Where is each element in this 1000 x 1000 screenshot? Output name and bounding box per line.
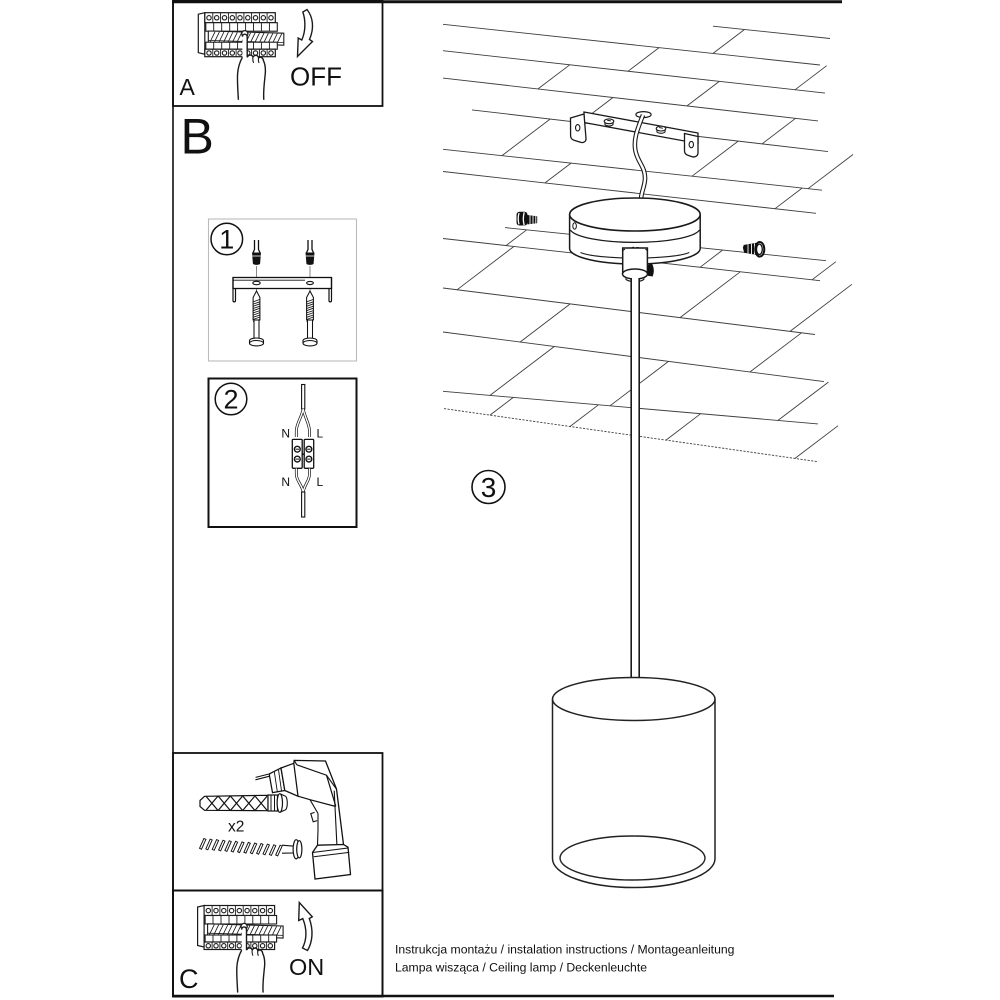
svg-text:1: 1: [219, 225, 234, 255]
svg-text:Instrukcja montażu / instalati: Instrukcja montażu / instalation instruc…: [395, 943, 734, 957]
svg-text:2: 2: [223, 385, 238, 415]
svg-text:N: N: [281, 427, 290, 441]
svg-text:3: 3: [481, 472, 497, 503]
svg-text:ON: ON: [289, 954, 324, 980]
svg-text:B: B: [181, 109, 214, 165]
svg-text:C: C: [179, 964, 199, 994]
svg-text:A: A: [180, 74, 196, 100]
svg-text:L: L: [317, 427, 324, 441]
svg-text:L: L: [317, 475, 324, 489]
svg-text:Lampa wisząca / Ceiling lamp /: Lampa wisząca / Ceiling lamp / Deckenleu…: [395, 961, 647, 975]
svg-text:N: N: [281, 475, 290, 489]
svg-text:x2: x2: [228, 819, 244, 836]
svg-text:OFF: OFF: [290, 62, 342, 92]
